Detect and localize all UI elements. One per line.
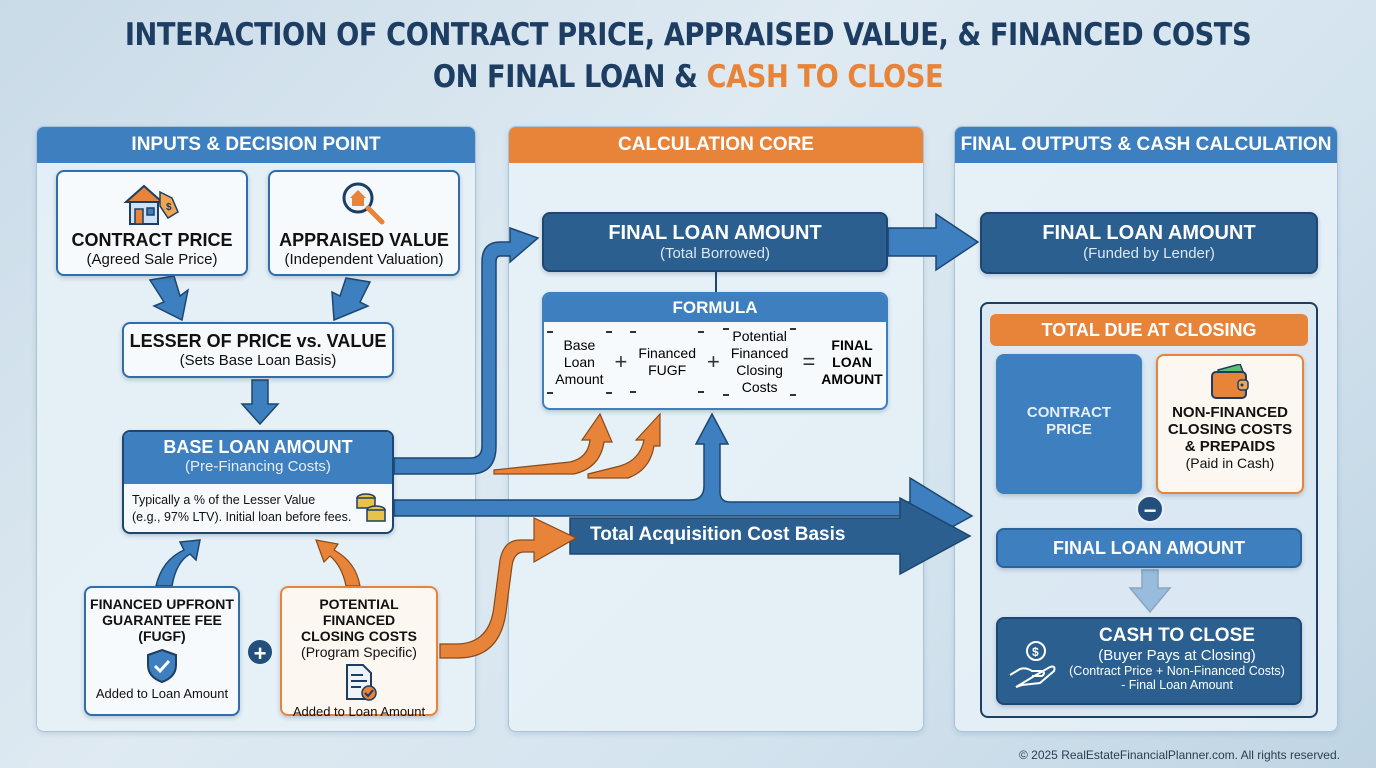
acquisition-cost-label: Total Acquisition Cost Basis: [590, 524, 846, 545]
closing-costs-subtitle: (Program Specific): [301, 644, 417, 660]
formula-equals: =: [802, 349, 816, 374]
formula-plus-2: +: [706, 349, 720, 374]
formula-expression: Base Loan Amount + Financed FUGF + Poten…: [544, 322, 886, 396]
title-line-1: INTERACTION OF CONTRACT PRICE, APPRAISED…: [124, 17, 1252, 53]
lesser-of-subtitle: (Sets Base Loan Basis): [179, 352, 337, 369]
magnifier-house-icon: [342, 182, 385, 225]
closing-costs-title-line-2: CLOSING COSTS: [301, 628, 417, 644]
total-due-contract-price-line-2: PRICE: [1046, 421, 1092, 438]
svg-text:$: $: [1032, 645, 1039, 659]
fugf-title-line-2: GUARANTEE FEE: [102, 612, 222, 628]
base-loan-header: BASE LOAN AMOUNT (Pre-Financing Costs): [124, 432, 392, 484]
base-loan-note: Typically a % of the Lesser Value (e.g.,…: [124, 484, 392, 532]
non-financed-subtitle: (Paid in Cash): [1185, 455, 1275, 471]
formula-term-1-line-2: Loan: [563, 353, 595, 370]
fugf-title-line-3: (FUGF): [138, 628, 186, 644]
cash-to-close-formula-line-2: - Final Loan Amount: [1121, 678, 1233, 692]
plus-icon: +: [246, 638, 274, 666]
fugf-title-line-1: FINANCED UPFRONT: [90, 596, 234, 612]
non-financed-title-line-3: & PREPAIDS: [1184, 438, 1276, 455]
page-title: INTERACTION OF CONTRACT PRICE, APPRAISED…: [83, 14, 1294, 98]
non-financed-title-line-2: CLOSING COSTS: [1167, 421, 1293, 438]
formula-term-3-line-2: Financed: [730, 345, 789, 361]
non-financed-title-line-1: NON-FINANCED: [1172, 404, 1288, 421]
title-accent: CASH TO CLOSE: [706, 59, 944, 95]
formula-term-1-line-1: Base: [563, 336, 596, 353]
formula-term-base-loan: Base Loan Amount: [547, 330, 612, 394]
non-financed-costs-box: NON-FINANCED CLOSING COSTS & PREPAIDS (P…: [1156, 354, 1304, 494]
formula-result: FINAL LOAN AMOUNT: [821, 337, 882, 388]
contract-price-box: $ CONTRACT PRICE (Agreed Sale Price): [56, 170, 248, 276]
cash-to-close-subtitle: (Buyer Pays at Closing): [1098, 647, 1256, 664]
base-loan-note-line-2: (e.g., 97% LTV). Initial loan before fee…: [132, 510, 352, 524]
formula-header: FORMULA: [544, 294, 886, 322]
closing-costs-title-line-1: POTENTIAL FINANCED: [319, 596, 399, 628]
lesser-of-box: LESSER OF PRICE vs. VALUE (Sets Base Loa…: [122, 322, 394, 378]
closing-costs-note: Added to Loan Amount: [292, 704, 426, 719]
document-check-icon: [346, 664, 377, 701]
output-final-loan-subtitle: (Funded by Lender): [1083, 245, 1215, 262]
core-final-loan-title: FINAL LOAN AMOUNT: [608, 222, 822, 244]
formula-term-1-line-3: Amount: [555, 370, 604, 387]
wallet-icon: [1211, 364, 1249, 399]
minus-icon: −: [1136, 495, 1164, 523]
closing-costs-box: POTENTIAL FINANCED CLOSING COSTS (Progra…: [280, 586, 438, 719]
cash-to-close-box: $ CASH TO CLOSE (Buyer Pays at Closing) …: [996, 617, 1302, 705]
formula-term-3-line-1: Potential: [732, 328, 787, 344]
appraised-value-title: APPRAISED VALUE: [279, 230, 449, 250]
base-loan-box: BASE LOAN AMOUNT (Pre-Financing Costs) T…: [122, 430, 394, 534]
base-loan-subtitle: (Pre-Financing Costs): [185, 458, 331, 475]
outputs-panel-header: FINAL OUTPUTS & CASH CALCULATION: [955, 127, 1337, 163]
contract-price-subtitle: (Agreed Sale Price): [86, 251, 218, 268]
title-line-2-prefix: ON FINAL LOAN &: [432, 59, 707, 95]
formula-term-2-line-1: Financed: [638, 345, 696, 361]
calculation-core-header: CALCULATION CORE: [509, 127, 923, 163]
total-due-final-loan-label: FINAL LOAN AMOUNT: [1053, 538, 1245, 558]
svg-text:$: $: [166, 202, 172, 213]
shield-check-icon: [147, 648, 177, 684]
output-final-loan-box: FINAL LOAN AMOUNT (Funded by Lender): [980, 212, 1318, 274]
coins-icon: [356, 493, 386, 522]
appraised-value-subtitle: (Independent Valuation): [284, 251, 444, 268]
output-final-loan-title: FINAL LOAN AMOUNT: [1042, 222, 1256, 244]
formula-term-3-line-3: Closing: [736, 362, 783, 378]
appraised-value-box: APPRAISED VALUE (Independent Valuation): [268, 170, 460, 276]
core-final-loan-subtitle: (Total Borrowed): [659, 245, 771, 262]
formula-result-line-1: FINAL: [831, 336, 873, 353]
cash-to-close-formula-line-1: (Contract Price + Non-Financed Costs): [1069, 664, 1285, 678]
formula-box: FORMULA Base Loan Amount + Financed FUGF…: [542, 292, 888, 410]
house-price-tag-icon: $: [123, 184, 179, 225]
hand-dollar-icon: $: [1009, 641, 1056, 688]
formula-term-2-line-2: FUGF: [648, 362, 687, 378]
core-final-loan-box: FINAL LOAN AMOUNT (Total Borrowed): [542, 212, 888, 272]
formula-result-line-3: AMOUNT: [821, 370, 883, 387]
title-line-2: ON FINAL LOAN & CASH TO CLOSE: [83, 56, 1294, 98]
formula-term-fugf: Financed FUGF: [630, 331, 704, 393]
fugf-note: Added to Loan Amount: [95, 686, 229, 701]
formula-plus-1: +: [614, 349, 628, 374]
fugf-box: FINANCED UPFRONT GUARANTEE FEE (FUGF) Ad…: [84, 586, 240, 716]
total-due-header: TOTAL DUE AT CLOSING: [990, 314, 1308, 346]
total-due-contract-price: CONTRACT PRICE: [996, 354, 1142, 494]
base-loan-title: BASE LOAN AMOUNT: [163, 437, 353, 457]
lesser-of-title: LESSER OF PRICE vs. VALUE: [129, 331, 387, 351]
base-loan-note-line-1: Typically a % of the Lesser Value: [132, 493, 316, 507]
inputs-panel-header: INPUTS & DECISION POINT: [37, 127, 475, 163]
total-due-contract-price-line-1: CONTRACT: [1026, 404, 1112, 421]
copyright-footer: © 2025 RealEstateFinancialPlanner.com. A…: [1018, 748, 1340, 762]
total-due-final-loan: FINAL LOAN AMOUNT: [996, 528, 1302, 568]
formula-result-line-2: LOAN: [832, 353, 872, 370]
cash-to-close-title: CASH TO CLOSE: [1099, 625, 1255, 646]
formula-term-3-line-4: Costs: [741, 379, 778, 395]
formula-term-closing-costs: Potential Financed Closing Costs: [722, 328, 797, 396]
contract-price-title: CONTRACT PRICE: [71, 230, 233, 250]
